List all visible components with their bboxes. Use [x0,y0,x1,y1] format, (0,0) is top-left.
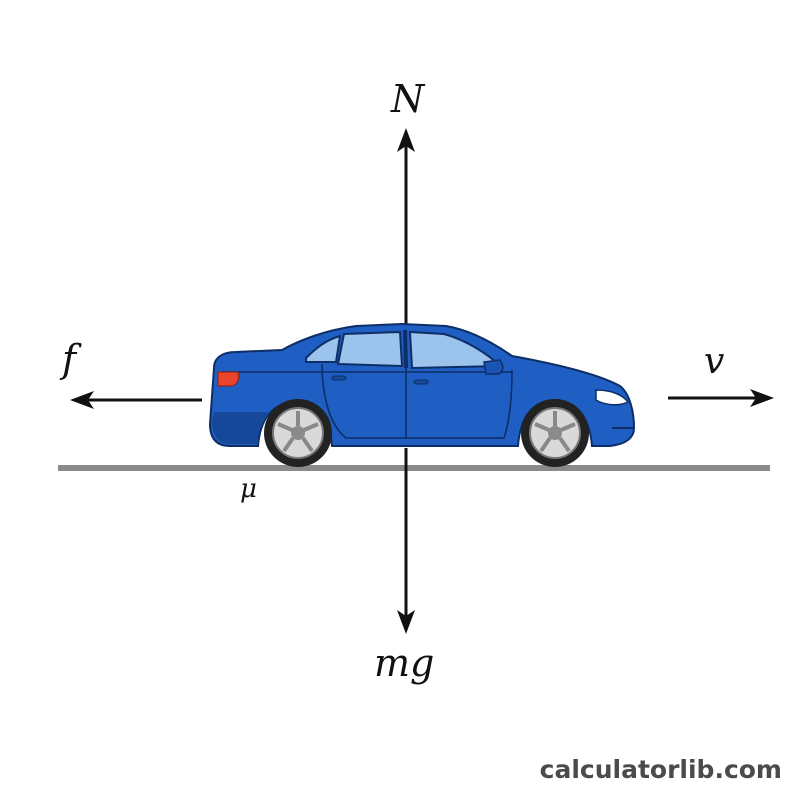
car-middle-window [336,330,404,368]
car-front-door [406,369,513,439]
friction-arrowhead [70,391,94,409]
car-rear-door [321,363,407,439]
car-tail-light [217,371,240,387]
car-pillar [403,329,408,369]
velocity-label: v [704,341,725,382]
car-lower-shade [212,412,268,444]
normal-force-arrowhead [397,128,415,152]
weight-label: mg [374,641,435,685]
car-rear-wheel [264,399,332,467]
weight-arrowhead [397,610,415,634]
friction-label: f [62,337,77,381]
car-rear-handle [331,375,347,381]
car-rear-window [305,334,342,363]
velocity-arrowhead [750,389,774,407]
normal-force-label: N [391,77,425,121]
car-front-handle [413,379,429,385]
watermark: calculatorlib.com [539,755,782,784]
friction-coefficient-label: μ [240,474,257,504]
car-front-wheel [521,399,589,467]
car-head-light [595,389,630,406]
car-mirror [483,359,504,375]
car [208,322,636,467]
